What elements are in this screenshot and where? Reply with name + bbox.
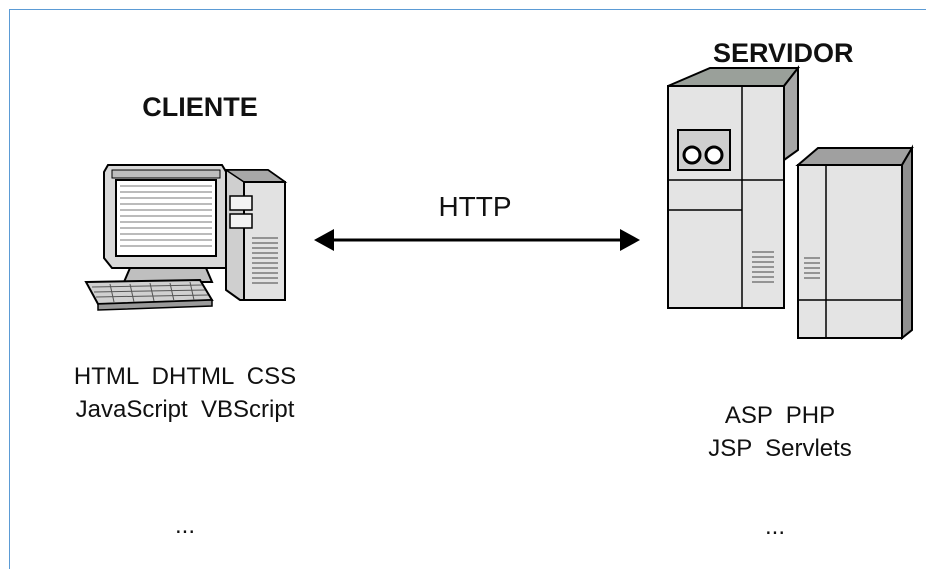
- client-ellipsis: ...: [174, 512, 195, 539]
- server-icon: [667, 65, 914, 341]
- server-tech-line-2: JSP Servlets: [708, 435, 852, 462]
- server-ellipsis: ...: [764, 513, 785, 540]
- bidirectional-arrow-icon: [314, 229, 640, 251]
- client-title: CLIENTE: [142, 92, 258, 122]
- client-tech-line-1: HTML DHTML CSS: [73, 363, 297, 390]
- server-title: SERVIDOR: [713, 38, 854, 68]
- http-label: HTTP: [438, 191, 512, 222]
- diagram-frame: [9, 9, 926, 569]
- client-computer-icon: [84, 164, 288, 311]
- client-tech-line-2: JavaScript VBScript: [75, 396, 295, 423]
- server-tech-line-1: ASP PHP: [724, 402, 836, 429]
